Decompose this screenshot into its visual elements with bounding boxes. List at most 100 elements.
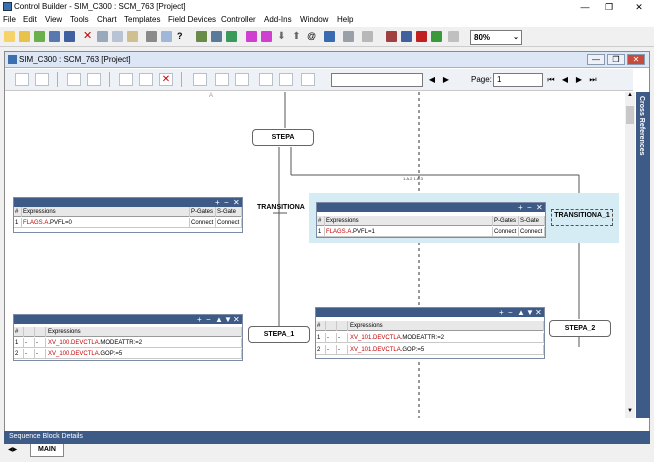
- menu-field-devices[interactable]: Field Devices: [168, 15, 217, 24]
- chart-restore-button[interactable]: ❐: [607, 54, 625, 65]
- row-s-gate[interactable]: Connect: [519, 227, 545, 237]
- print-preview-icon[interactable]: [67, 73, 81, 86]
- move-up-icon[interactable]: ▲: [517, 308, 525, 317]
- new-icon[interactable]: [4, 31, 15, 42]
- delete-icon[interactable]: ✕: [83, 30, 93, 42]
- paste-block-icon[interactable]: [139, 73, 153, 86]
- menu-view[interactable]: View: [45, 15, 63, 24]
- move-down-icon[interactable]: ▼: [224, 315, 232, 324]
- library-icon[interactable]: [386, 31, 397, 42]
- arrow-down-icon[interactable]: ⬇: [277, 31, 286, 42]
- load-icon[interactable]: [196, 31, 207, 42]
- row-expression[interactable]: FLAGS.A.PVFL=1: [325, 227, 493, 237]
- find-icon[interactable]: [161, 31, 172, 42]
- remove-icon[interactable]: −: [527, 203, 532, 212]
- move-up-icon[interactable]: ▲: [215, 315, 223, 324]
- tab-main[interactable]: MAIN: [30, 444, 64, 457]
- step-action-table[interactable]: + − ▲ ▼ ✕ # Expressions 1 - - XV_100.DEV…: [13, 314, 243, 361]
- search-next-icon[interactable]: ▶: [442, 75, 450, 84]
- step-stepa-2[interactable]: STEPA_2: [549, 320, 611, 337]
- copy-block-icon[interactable]: [119, 73, 133, 86]
- table-row[interactable]: 1 - - XV_101.DEVCTLA.MODEATTR:=2: [316, 333, 544, 343]
- row-expression[interactable]: FLAGS.A.PVFL=0: [22, 218, 190, 228]
- close-icon[interactable]: ✕: [233, 315, 240, 324]
- row-expression[interactable]: XV_101.DEVCTLA.GOP:=5: [348, 345, 544, 355]
- sequence-block-details-bar[interactable]: Sequence Block Details: [4, 431, 650, 444]
- menu-edit[interactable]: Edit: [23, 15, 37, 24]
- move-down-icon[interactable]: ▼: [526, 308, 534, 317]
- chart-close-button[interactable]: ✕: [627, 54, 645, 65]
- sfc-canvas[interactable]: A 1.A.2 1.A.3 STEPA STEPA_1 STEPA_2 TRAN…: [5, 92, 625, 418]
- search-input[interactable]: [331, 73, 423, 87]
- table-row[interactable]: 1 FLAGS.A.PVFL=0 Connect Connect: [14, 218, 242, 228]
- transition-label-1[interactable]: TRANSITIONA_1: [551, 209, 613, 226]
- remove-icon[interactable]: −: [508, 308, 513, 317]
- minus-icon[interactable]: [246, 31, 257, 42]
- menu-controller[interactable]: Controller: [221, 15, 256, 24]
- plus-icon[interactable]: [261, 31, 272, 42]
- help-icon[interactable]: ?: [177, 31, 183, 41]
- row-p-gate[interactable]: Connect: [190, 218, 216, 228]
- first-page-icon[interactable]: ⏮: [547, 75, 555, 84]
- step-stepa[interactable]: STEPA: [252, 129, 314, 146]
- delete-block-icon[interactable]: ✕: [159, 73, 173, 86]
- open-icon[interactable]: [19, 31, 30, 42]
- row-p-gate[interactable]: Connect: [493, 227, 519, 237]
- remove-icon[interactable]: −: [224, 198, 229, 207]
- upload-icon[interactable]: [211, 31, 222, 42]
- col-expressions[interactable]: Expressions: [46, 327, 242, 337]
- print-setup-icon[interactable]: [87, 73, 101, 86]
- cross-references-tab[interactable]: Cross References: [636, 92, 650, 418]
- scroll-up-icon[interactable]: ▲: [627, 92, 633, 98]
- close-icon[interactable]: ✕: [536, 203, 543, 212]
- link-icon[interactable]: [343, 31, 354, 42]
- col-expressions[interactable]: Expressions: [325, 216, 493, 226]
- menu-tools[interactable]: Tools: [70, 15, 89, 24]
- redo-icon[interactable]: [35, 73, 49, 86]
- update-icon[interactable]: [226, 31, 237, 42]
- restore-button[interactable]: ❐: [604, 2, 614, 12]
- undo-icon[interactable]: [15, 73, 29, 86]
- row-expression[interactable]: XV_101.DEVCTLA.MODEATTR:=2: [348, 333, 544, 343]
- menu-templates[interactable]: Templates: [124, 15, 161, 24]
- arrow-up-icon[interactable]: ⬆: [292, 31, 301, 42]
- search-prev-icon[interactable]: ◀: [428, 75, 436, 84]
- monitor-icon[interactable]: [324, 31, 335, 42]
- run-icon[interactable]: [431, 31, 442, 42]
- close-button[interactable]: ✕: [635, 2, 643, 12]
- page-input[interactable]: 1: [493, 73, 543, 87]
- grid-icon[interactable]: [301, 73, 315, 86]
- book-icon[interactable]: [401, 31, 412, 42]
- table-row[interactable]: 2 - - XV_100.DEVCTLA.GOP:=5: [14, 349, 242, 359]
- add-icon[interactable]: +: [197, 315, 202, 324]
- chart-minimize-button[interactable]: —: [587, 54, 605, 65]
- step-action-table[interactable]: + − ▲ ▼ ✕ # Expressions 1 - - XV_101.DEV…: [315, 307, 545, 359]
- paste-icon[interactable]: [127, 31, 138, 42]
- cut-icon[interactable]: [97, 31, 108, 42]
- add-icon[interactable]: +: [215, 198, 220, 207]
- table-row[interactable]: 1 - - XV_100.DEVCTLA.MODEATTR:=2: [14, 338, 242, 348]
- row-expression[interactable]: XV_100.DEVCTLA.GOP:=5: [46, 349, 242, 359]
- add-icon[interactable]: +: [499, 308, 504, 317]
- align-top-icon[interactable]: [215, 73, 229, 86]
- lock-icon[interactable]: [362, 31, 373, 42]
- add-icon[interactable]: +: [518, 203, 523, 212]
- prev-page-icon[interactable]: ◀: [561, 75, 569, 84]
- row-s-gate[interactable]: Connect: [216, 218, 242, 228]
- remove-icon[interactable]: −: [206, 315, 211, 324]
- align-left-icon[interactable]: [193, 73, 207, 86]
- print-icon[interactable]: [146, 31, 157, 42]
- align-bottom-icon[interactable]: [235, 73, 249, 86]
- menu-window[interactable]: Window: [300, 15, 329, 24]
- menu-add-ins[interactable]: Add-Ins: [264, 15, 292, 24]
- open-folder-icon[interactable]: [34, 31, 45, 42]
- at-icon[interactable]: @: [307, 31, 317, 41]
- settings-icon[interactable]: [448, 31, 459, 42]
- last-page-icon[interactable]: ⏭: [589, 75, 597, 84]
- transition-table[interactable]: + − ✕ # Expressions P-Gates S-Gate 1 FLA…: [316, 202, 546, 238]
- menu-help[interactable]: Help: [337, 15, 354, 24]
- stop-icon[interactable]: [416, 31, 427, 42]
- step-stepa-1[interactable]: STEPA_1: [248, 326, 310, 343]
- col-expressions[interactable]: Expressions: [22, 207, 190, 217]
- close-icon[interactable]: ✕: [535, 308, 542, 317]
